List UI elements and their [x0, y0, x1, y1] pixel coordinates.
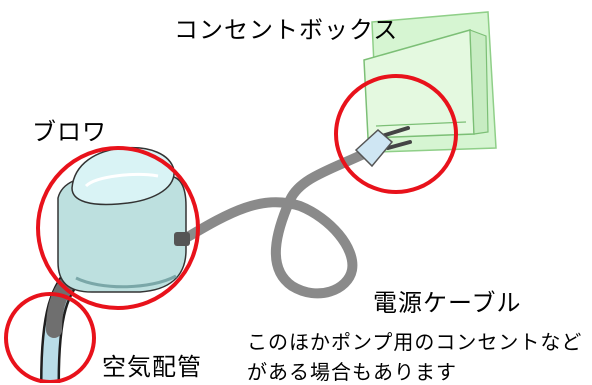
plug-body: [354, 128, 394, 168]
plug-prong-top: [380, 126, 410, 138]
highlight-circle-pipe: [4, 292, 96, 383]
outlet-box-label: コンセントボックス: [174, 16, 399, 44]
outlet-box-slot: [375, 121, 467, 127]
power-cable: [181, 147, 373, 299]
plug-prong-bottom: [386, 140, 412, 150]
note-line-1: このほかポンプ用のコンセントなど: [247, 330, 583, 354]
air-pipe-label: 空気配管: [102, 353, 202, 381]
highlight-circle-blower: [36, 146, 200, 310]
blower-top-highlight: [84, 172, 159, 188]
blower-port: [174, 232, 190, 246]
blower-base-shadow: [75, 274, 177, 289]
note-line-2: がある場合もあります: [247, 360, 457, 384]
blower-label: ブロワ: [32, 118, 107, 146]
outlet-box: [363, 11, 497, 153]
power-plug: [354, 126, 412, 168]
power-cable-label: 電源ケーブル: [373, 289, 522, 317]
outlet-box-cover-side: [469, 29, 489, 135]
highlight-circle-outlet: [334, 74, 458, 194]
